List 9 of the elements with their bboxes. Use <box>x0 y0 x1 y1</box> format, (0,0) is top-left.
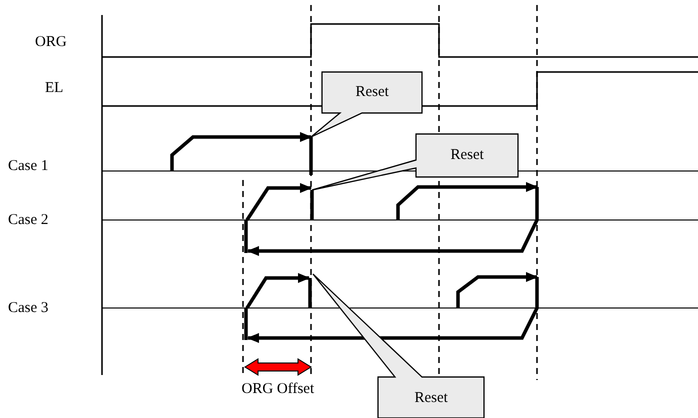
signal-name: EL <box>45 79 64 97</box>
callout-text: Reset <box>414 389 448 407</box>
callout-text: Reset <box>450 146 484 164</box>
signal-name: ORG <box>35 33 67 51</box>
row-label: Case 2 <box>8 211 48 229</box>
callout-text: Reset <box>356 83 389 101</box>
dimension-label: ORG Offset <box>242 380 314 398</box>
row-label: Case 3 <box>8 299 48 317</box>
row-label: Case 1 <box>8 157 48 175</box>
